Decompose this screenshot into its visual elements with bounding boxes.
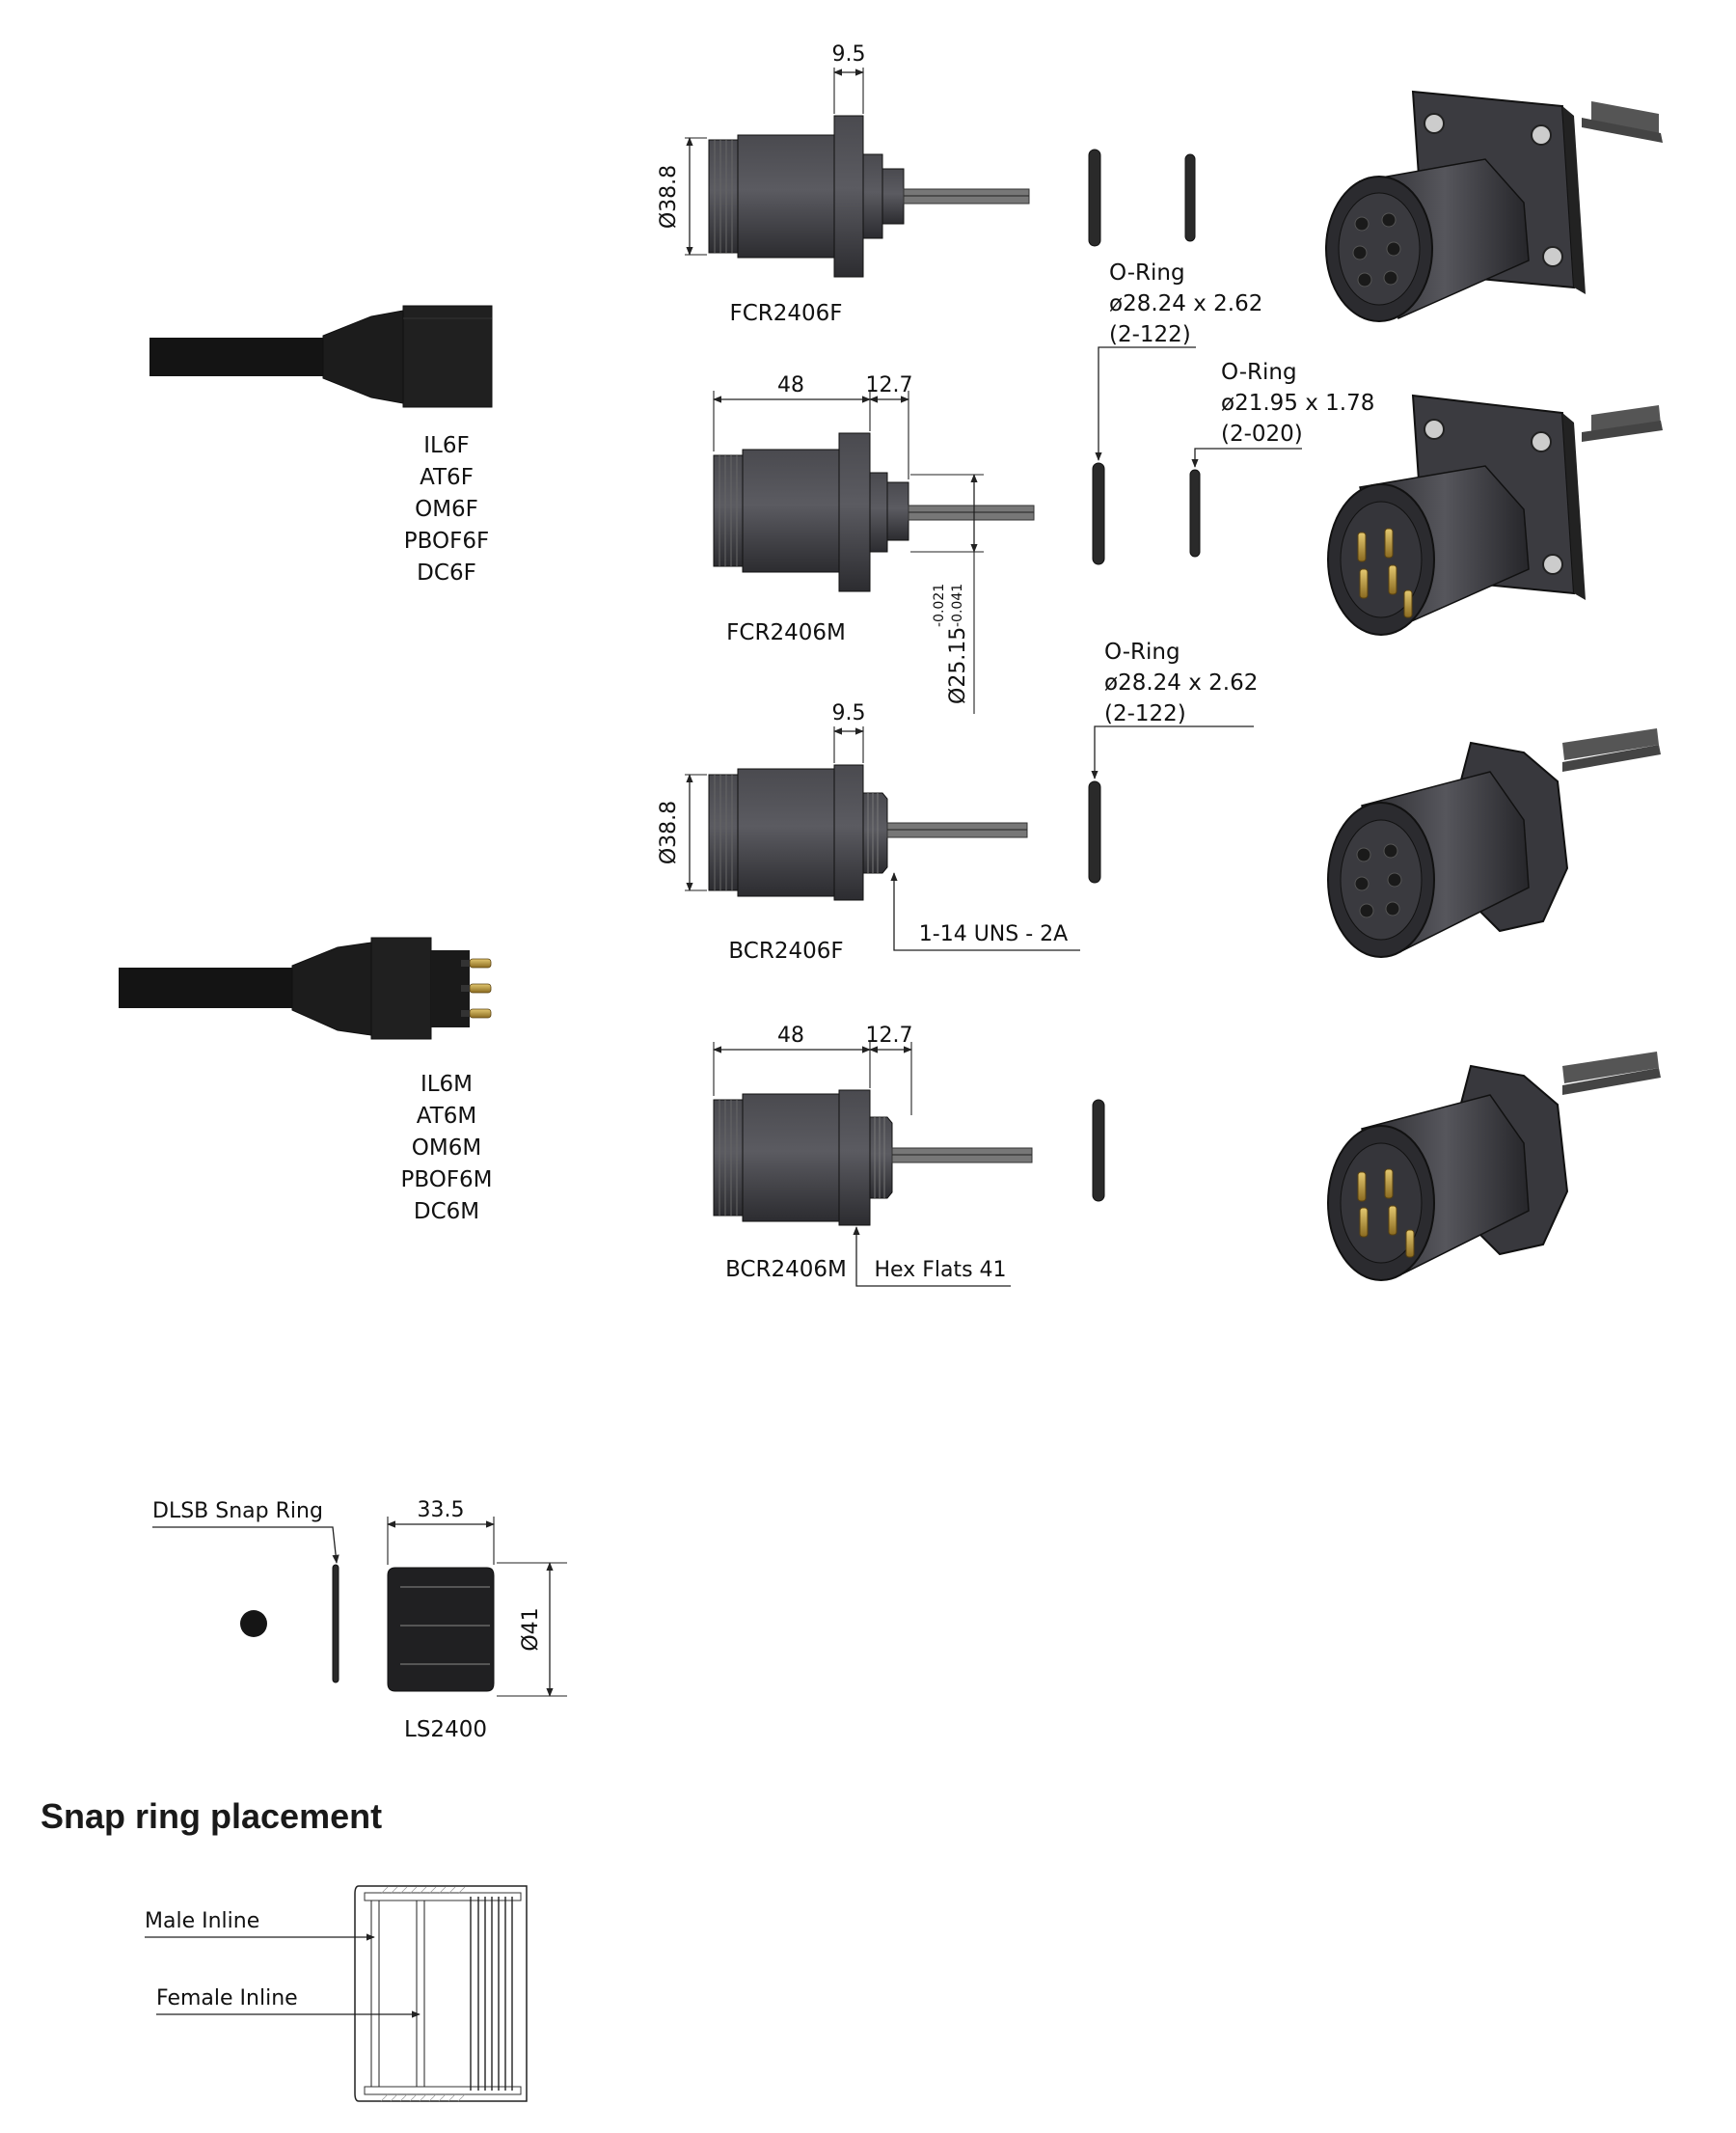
tolerance-upper: -0.021 bbox=[932, 584, 947, 627]
model-label: IL6F bbox=[423, 433, 469, 458]
model-label: PBOF6F bbox=[404, 529, 489, 554]
female-inline-label: Female Inline bbox=[156, 1986, 298, 2010]
part-number-label: BCR2406F bbox=[728, 939, 843, 964]
locking-sleeve-assembly: DLSB Snap Ring 33.5 Ø41 LS2400 bbox=[152, 1498, 567, 1742]
part-number-label: BCR2406M bbox=[725, 1257, 847, 1282]
bcr2406m-dimensions: 48 12.7 Hex Flats 41 bbox=[713, 1024, 1011, 1287]
thread-callout: 1-14 UNS - 2A bbox=[919, 922, 1068, 946]
hex-flats-callout: Hex Flats 41 bbox=[874, 1258, 1006, 1282]
model-label: DC6M bbox=[414, 1199, 479, 1224]
o-ring-spec-1: O-Ring ø28.24 x 2.62 (2-122) bbox=[1109, 260, 1262, 347]
render-fcr2406f-3d bbox=[1325, 90, 1663, 322]
render-bcr2406m-3d bbox=[1327, 1052, 1661, 1281]
o-ring-code: (2-122) bbox=[1104, 701, 1186, 726]
length-dimension: 48 bbox=[777, 1024, 804, 1048]
fcr2406f-dimensions: 9.5 Ø38.8 bbox=[657, 42, 866, 256]
flange-width-dimension: 9.5 bbox=[832, 42, 866, 67]
fcr2406m-side-view bbox=[713, 432, 1035, 592]
part-number-label: FCR2406M bbox=[726, 620, 846, 645]
part-number-label: LS2400 bbox=[404, 1717, 487, 1742]
cable bbox=[149, 338, 323, 376]
hex-width-dimension: 9.5 bbox=[832, 701, 866, 725]
diameter-dimension: Ø38.8 bbox=[657, 165, 681, 229]
snap-ring-label: DLSB Snap Ring bbox=[152, 1499, 323, 1523]
tolerance-lower: -0.041 bbox=[950, 584, 965, 627]
inline-male-label-list: IL6M AT6M OM6M PBOF6M DC6M bbox=[400, 1072, 492, 1224]
connector-body bbox=[402, 305, 493, 408]
o-ring-title: O-Ring bbox=[1221, 360, 1297, 385]
o-ring-spec-2: O-Ring ø21.95 x 1.78 (2-020) bbox=[1221, 360, 1374, 447]
strain-relief bbox=[291, 942, 372, 1036]
render-bcr2406f-3d bbox=[1327, 728, 1661, 958]
part-number-label: FCR2406F bbox=[729, 301, 842, 326]
tail-length-dimension: 12.7 bbox=[866, 1024, 913, 1048]
sleeve-body bbox=[387, 1567, 495, 1692]
model-label: OM6M bbox=[412, 1135, 481, 1161]
bcr2406f-dimensions: 9.5 Ø38.8 1-14 UNS - 2A bbox=[657, 701, 1080, 951]
sleeve-diameter-dimension: Ø41 bbox=[519, 1607, 543, 1651]
sleeve-length-dimension: 33.5 bbox=[418, 1498, 465, 1522]
o-ring-size: ø28.24 x 2.62 bbox=[1109, 291, 1262, 316]
gold-pins bbox=[461, 958, 492, 1019]
model-label: PBOF6M bbox=[400, 1167, 492, 1192]
section-heading: Snap ring placement bbox=[41, 1796, 382, 1836]
snap-ring-end-view bbox=[240, 1610, 267, 1637]
o-ring-title: O-Ring bbox=[1104, 640, 1180, 665]
render-fcr2406m-3d bbox=[1327, 394, 1663, 636]
length-dimension: 48 bbox=[777, 373, 804, 397]
snap-ring-placement-section-view: Male Inline Female Inline bbox=[145, 1885, 528, 2102]
model-label: AT6F bbox=[420, 465, 474, 490]
model-label: IL6M bbox=[420, 1072, 473, 1097]
o-ring-code: (2-122) bbox=[1109, 322, 1191, 347]
connector-body bbox=[370, 937, 432, 1040]
inline-female-label-list: IL6F AT6F OM6F PBOF6F DC6F bbox=[404, 433, 489, 586]
bcr2406f-side-view bbox=[708, 764, 1028, 901]
inline-male-connector bbox=[119, 937, 492, 1040]
o-ring-size: ø28.24 x 2.62 bbox=[1104, 670, 1258, 696]
strain-relief bbox=[322, 310, 404, 404]
o-ring-callouts bbox=[1091, 346, 1302, 779]
fcr2406m-dimensions: 48 12.7 Ø25.15 -0.021 -0.041 bbox=[713, 373, 984, 714]
model-label: DC6F bbox=[417, 561, 476, 586]
fcr2406f-side-view bbox=[708, 115, 1030, 278]
inline-female-connector bbox=[149, 305, 493, 408]
tail-length-dimension: 12.7 bbox=[866, 373, 913, 397]
model-label: AT6M bbox=[417, 1104, 476, 1129]
o-ring-size: ø21.95 x 1.78 bbox=[1221, 391, 1374, 416]
o-ring-spec-3: O-Ring ø28.24 x 2.62 (2-122) bbox=[1104, 640, 1258, 726]
diameter-dimension: Ø38.8 bbox=[657, 801, 681, 864]
shaft-diameter-dimension: Ø25.15 bbox=[946, 627, 970, 704]
o-ring-parts bbox=[1088, 149, 1201, 1202]
bcr2406m-side-view bbox=[713, 1089, 1033, 1226]
cable bbox=[119, 968, 292, 1008]
snap-ring-edge-view bbox=[332, 1564, 339, 1683]
model-label: OM6F bbox=[415, 497, 478, 522]
o-ring-code: (2-020) bbox=[1221, 422, 1303, 447]
male-inline-label: Male Inline bbox=[145, 1909, 259, 1933]
o-ring-title: O-Ring bbox=[1109, 260, 1185, 286]
